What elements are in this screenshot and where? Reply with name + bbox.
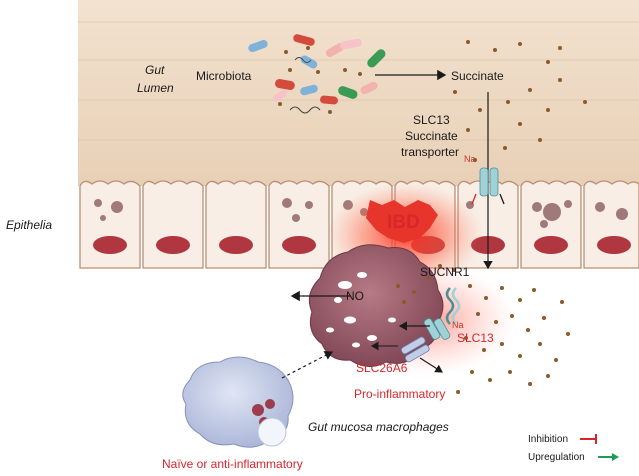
sucnr1-receptor bbox=[445, 287, 461, 325]
slc13-transporter-mid bbox=[423, 318, 451, 340]
naive-to-pro-arrow bbox=[281, 351, 334, 379]
label-na-mid: Na bbox=[452, 320, 464, 330]
label-lumen: Lumen bbox=[137, 81, 174, 95]
label-sucnr1: SUCNR1 bbox=[420, 265, 470, 279]
label-naive: Naïve or anti-inflammatory bbox=[162, 457, 303, 471]
label-no: NO bbox=[346, 289, 364, 303]
succinate-dots-lumen bbox=[453, 40, 587, 162]
label-slc13-transporter-3: transporter bbox=[401, 145, 459, 159]
lumen-texture bbox=[78, 21, 639, 141]
ibd-lesion bbox=[366, 200, 438, 243]
epithelial-cell bbox=[520, 180, 582, 269]
slc26a6-arrow-out bbox=[419, 357, 443, 373]
legend-upregulation-arrowhead bbox=[612, 453, 619, 461]
naive-vesicles bbox=[252, 399, 287, 447]
label-slc26a6: SLC26A6 bbox=[356, 361, 408, 375]
epithelial-cell bbox=[268, 180, 330, 269]
label-epithelia: Epithelia bbox=[6, 218, 52, 232]
label-slc13-transporter-1: SLC13 bbox=[413, 113, 450, 127]
label-gut: Gut bbox=[145, 63, 165, 77]
label-na-top: Na bbox=[464, 154, 476, 164]
slc13-transporter-top bbox=[471, 167, 505, 205]
epithelial-cell bbox=[205, 180, 267, 269]
legend-inhibition-label: Inhibition bbox=[528, 434, 568, 445]
microbiota-cluster bbox=[248, 34, 386, 114]
label-ibd: IBD bbox=[387, 212, 420, 233]
macrophage-vesicles bbox=[326, 272, 396, 348]
label-pro-inflammatory: Pro-inflammatory bbox=[354, 387, 445, 401]
epithelial-cell bbox=[142, 180, 204, 269]
epithelial-cell bbox=[79, 180, 141, 269]
label-slc13-mid: SLC13 bbox=[457, 331, 494, 345]
gut-lumen-region bbox=[78, 0, 639, 186]
label-gut-mucosa-macrophages: Gut mucosa macrophages bbox=[308, 420, 449, 434]
label-succinate: Succinate bbox=[451, 69, 504, 83]
slc26a6-transporter bbox=[400, 336, 430, 363]
succinate-dots-mucosa bbox=[396, 264, 570, 394]
label-microbiota: Microbiota bbox=[196, 69, 252, 83]
label-slc13-transporter-2: Succinate bbox=[405, 129, 458, 143]
legend: Inhibition Upregulation bbox=[528, 434, 619, 463]
epithelial-cell bbox=[583, 180, 639, 269]
legend-upregulation-label: Upregulation bbox=[528, 452, 585, 463]
